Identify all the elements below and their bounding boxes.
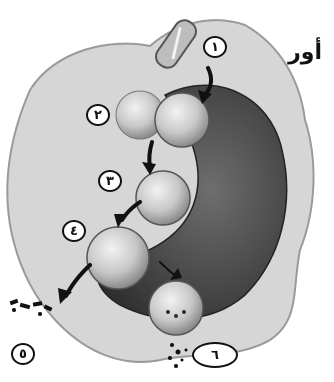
header-fragment: أور [288,40,322,65]
step-4-label: ٤ [62,220,86,242]
vesicle-4 [87,227,149,289]
vesicle-1 [155,93,209,147]
step-2-label: ٢ [86,104,110,126]
vesicle-5 [149,281,203,335]
vesicle-3 [136,171,190,225]
step-6-label: ٦ [192,342,238,368]
step-5-label: ٥ [11,343,35,365]
step-1-label: ١ [203,36,227,58]
step-3-label: ٣ [98,170,122,192]
